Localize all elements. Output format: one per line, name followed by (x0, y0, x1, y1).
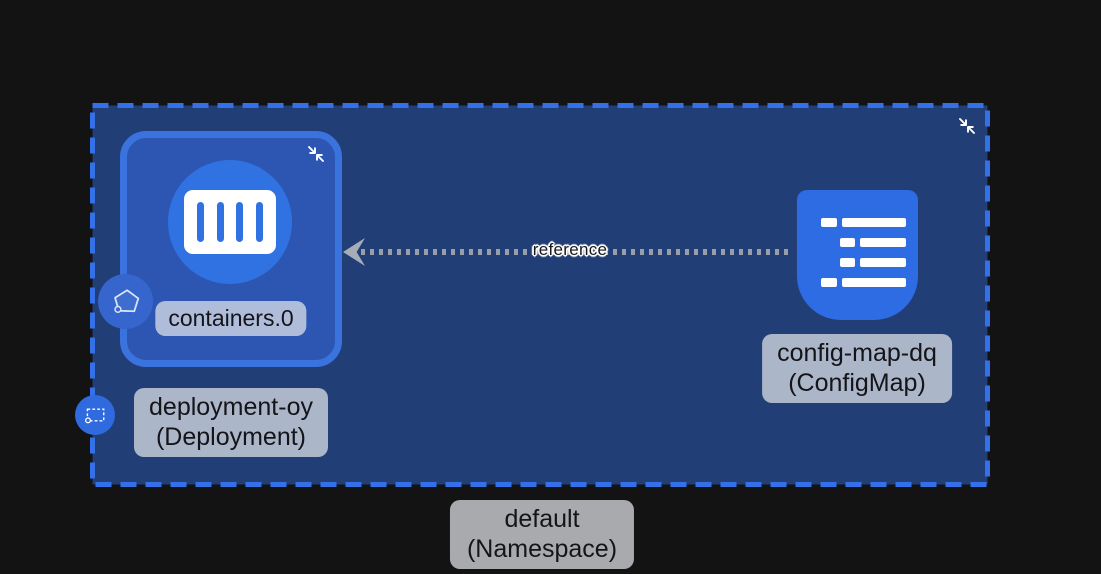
configmap-icon-bar (860, 258, 906, 267)
configmap-icon-bar (840, 238, 855, 247)
container-icon-bar (196, 202, 204, 242)
configmap-kind: (ConfigMap) (788, 368, 926, 397)
pod-pentagon-icon (113, 288, 139, 313)
deployment-name: deployment-oy (149, 393, 313, 421)
container-icon-bar (216, 202, 224, 242)
deployment-node[interactable]: containers.0 (120, 131, 342, 367)
container-icon-bar (256, 202, 264, 242)
pod-badge[interactable] (98, 274, 153, 329)
configmap-node[interactable] (797, 190, 918, 320)
collapse-icon[interactable] (955, 114, 979, 138)
collapse-icon[interactable] (304, 142, 328, 166)
container-icon (184, 190, 276, 254)
configmap-icon-bar (840, 258, 855, 267)
container-label: containers.0 (155, 301, 307, 337)
reference-edge-label: reference (532, 240, 608, 259)
deployment-dashed-rect-icon (85, 408, 105, 424)
configmap-label: config-map-dq (ConfigMap) (762, 334, 952, 403)
configmap-icon-bar (842, 218, 906, 227)
reference-edge-line (361, 249, 793, 255)
deployment-kind: (Deployment) (155, 422, 307, 451)
configmap-icon-bar (821, 218, 837, 227)
deployment-label: deployment-oy (Deployment) (134, 388, 328, 457)
container-node[interactable] (168, 160, 292, 284)
configmap-icon-bar (842, 278, 906, 287)
container-icon-bar (236, 202, 244, 242)
deployment-badge[interactable] (75, 395, 115, 435)
namespace-kind: (Namespace) (466, 534, 618, 563)
configmap-name: config-map-dq (777, 339, 937, 367)
configmap-icon-bar (860, 238, 906, 247)
configmap-icon-bar (821, 278, 837, 287)
namespace-label: default (Namespace) (449, 500, 635, 569)
namespace-name: default (504, 505, 580, 533)
